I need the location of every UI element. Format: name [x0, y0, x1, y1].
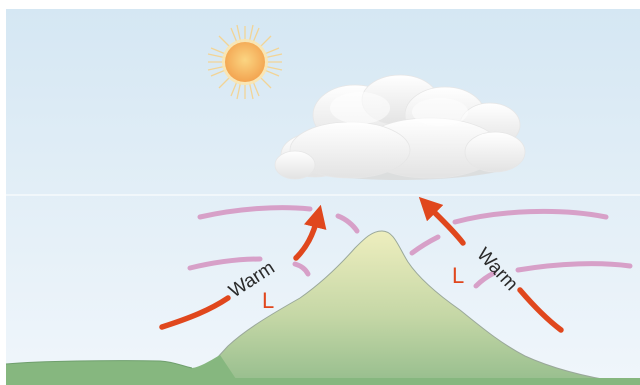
ground-strip: [6, 378, 640, 385]
sun-icon: [208, 25, 282, 99]
low-pressure-label-right: L: [452, 263, 464, 288]
low-pressure-label-left: L: [262, 288, 274, 313]
